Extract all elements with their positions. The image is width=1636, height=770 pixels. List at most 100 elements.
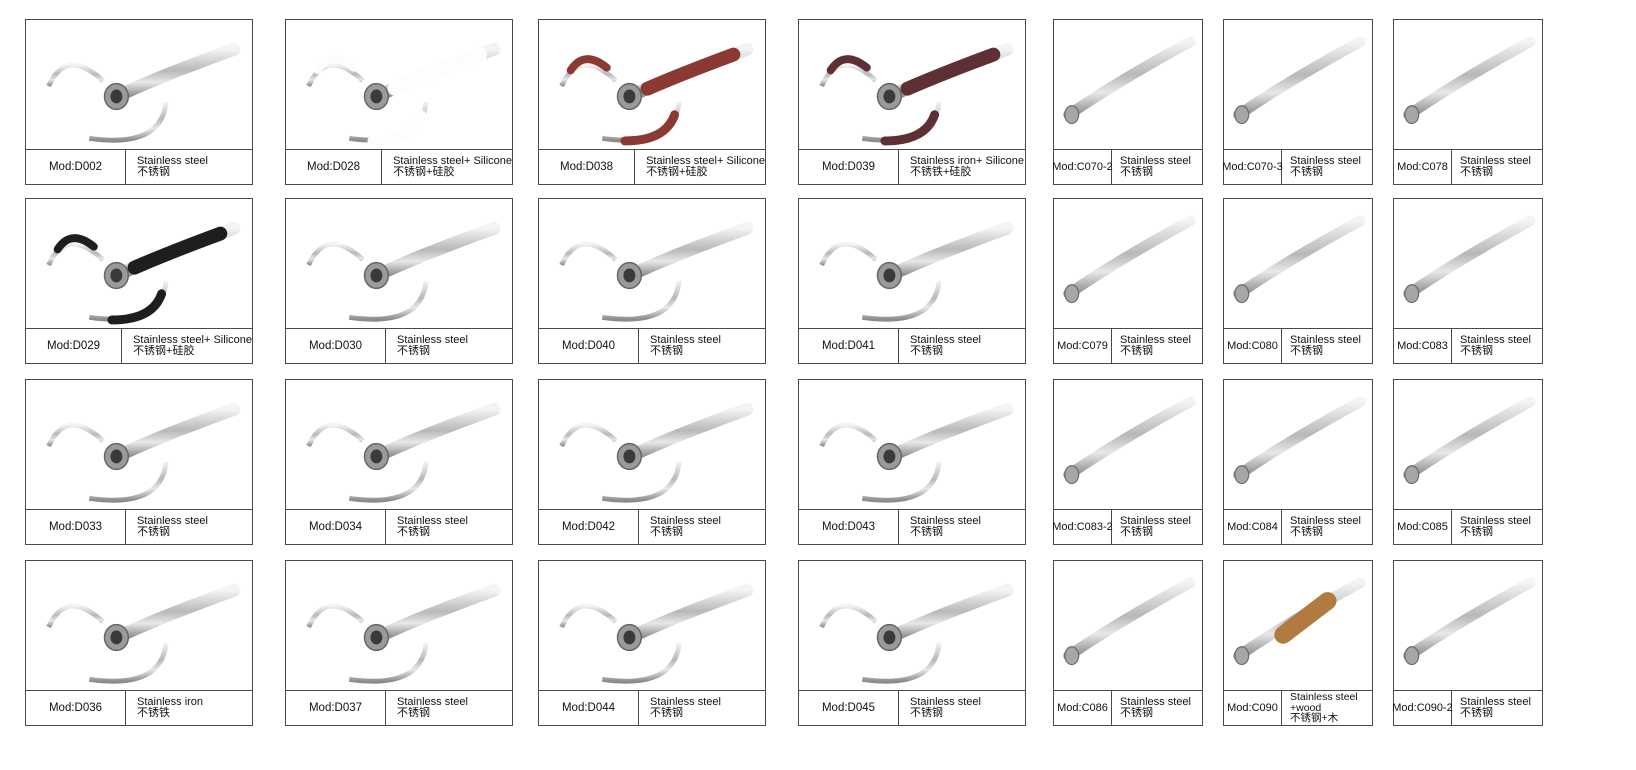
material-line: Stainless iron+ Silicone	[910, 154, 1025, 167]
product-model-label: Mod:D040	[539, 329, 639, 363]
product-model-label: Mod:D029	[26, 329, 123, 363]
material-line: Stainless steel	[1120, 333, 1191, 346]
handle-photo-icon	[306, 221, 501, 322]
material-line: 不锈钢	[1290, 166, 1323, 178]
material-line: 不锈钢	[1460, 345, 1493, 357]
product-model-label: Mod:C070-2	[1052, 150, 1113, 184]
material-line: Stainless steel	[397, 333, 468, 346]
material-line: 不锈钢+硅胶	[646, 166, 708, 178]
handle-photo-icon	[306, 42, 501, 146]
product-model-label: Mod:D034	[286, 510, 386, 544]
handle-photo-icon	[819, 221, 1014, 322]
material-line: 不锈钢	[137, 166, 170, 178]
handle-photo-icon	[46, 42, 241, 143]
product-photo	[1054, 20, 1202, 152]
product-model-label: Mod:C086	[1054, 691, 1112, 725]
handle-photo-icon	[559, 221, 754, 322]
product-model-label: Mod:C080	[1224, 329, 1282, 363]
product-model-label: Mod:C070-3	[1222, 150, 1283, 184]
handle-photo-icon	[46, 221, 241, 325]
material-line: Stainless steel	[137, 514, 208, 527]
product-photo	[1394, 20, 1542, 152]
product-photo	[1054, 380, 1202, 512]
material-line: 不锈钢	[1120, 345, 1153, 357]
material-line: Stainless steel	[1120, 154, 1191, 167]
handle-photo-icon	[1403, 396, 1536, 485]
handle-photo-icon	[46, 402, 241, 503]
product-model-label: Mod:D044	[539, 691, 639, 725]
handle-photo-icon	[1233, 215, 1366, 304]
product-photo	[1394, 561, 1542, 693]
product-model-label: Mod:C083	[1394, 329, 1452, 363]
product-photo	[1054, 199, 1202, 331]
handle-photo-icon	[1063, 396, 1196, 485]
material-line: Stainless steel	[1460, 333, 1531, 346]
material-line: 不锈钢	[650, 345, 683, 357]
handle-photo-icon	[559, 583, 754, 684]
material-line: 不锈钢	[397, 345, 430, 357]
product-model-label: Mod:C090-2	[1392, 691, 1453, 725]
material-line: 不锈钢	[910, 707, 943, 719]
material-line: 不锈钢+硅胶	[133, 345, 195, 357]
product-photo	[286, 199, 512, 331]
material-line: 不锈钢	[397, 707, 430, 719]
product-photo	[539, 561, 765, 693]
material-line: 不锈钢	[1120, 166, 1153, 178]
material-line: Stainless steel	[137, 154, 208, 167]
product-photo	[286, 561, 512, 693]
material-line: Stainless steel	[397, 514, 468, 527]
product-photo	[799, 561, 1025, 693]
material-line: Stainless steel	[650, 514, 721, 527]
material-line: Stainless steel	[650, 695, 721, 708]
product-photo	[26, 380, 252, 512]
material-line: 不锈铁+硅胶	[910, 166, 972, 178]
product-model-label: Mod:C085	[1394, 510, 1452, 544]
product-model-label: Mod:D043	[799, 510, 899, 544]
product-model-label: Mod:D038	[539, 150, 636, 184]
product-photo	[539, 199, 765, 331]
product-model-label: Mod:D042	[539, 510, 639, 544]
material-line: Stainless steel	[1290, 691, 1358, 704]
handle-photo-icon	[306, 402, 501, 503]
material-line: 不锈钢+木	[1290, 712, 1339, 725]
material-line: 不锈钢	[137, 526, 170, 538]
material-line: 不锈钢	[1120, 526, 1153, 538]
material-line: Stainless steel	[1290, 154, 1361, 167]
product-photo	[539, 20, 765, 152]
